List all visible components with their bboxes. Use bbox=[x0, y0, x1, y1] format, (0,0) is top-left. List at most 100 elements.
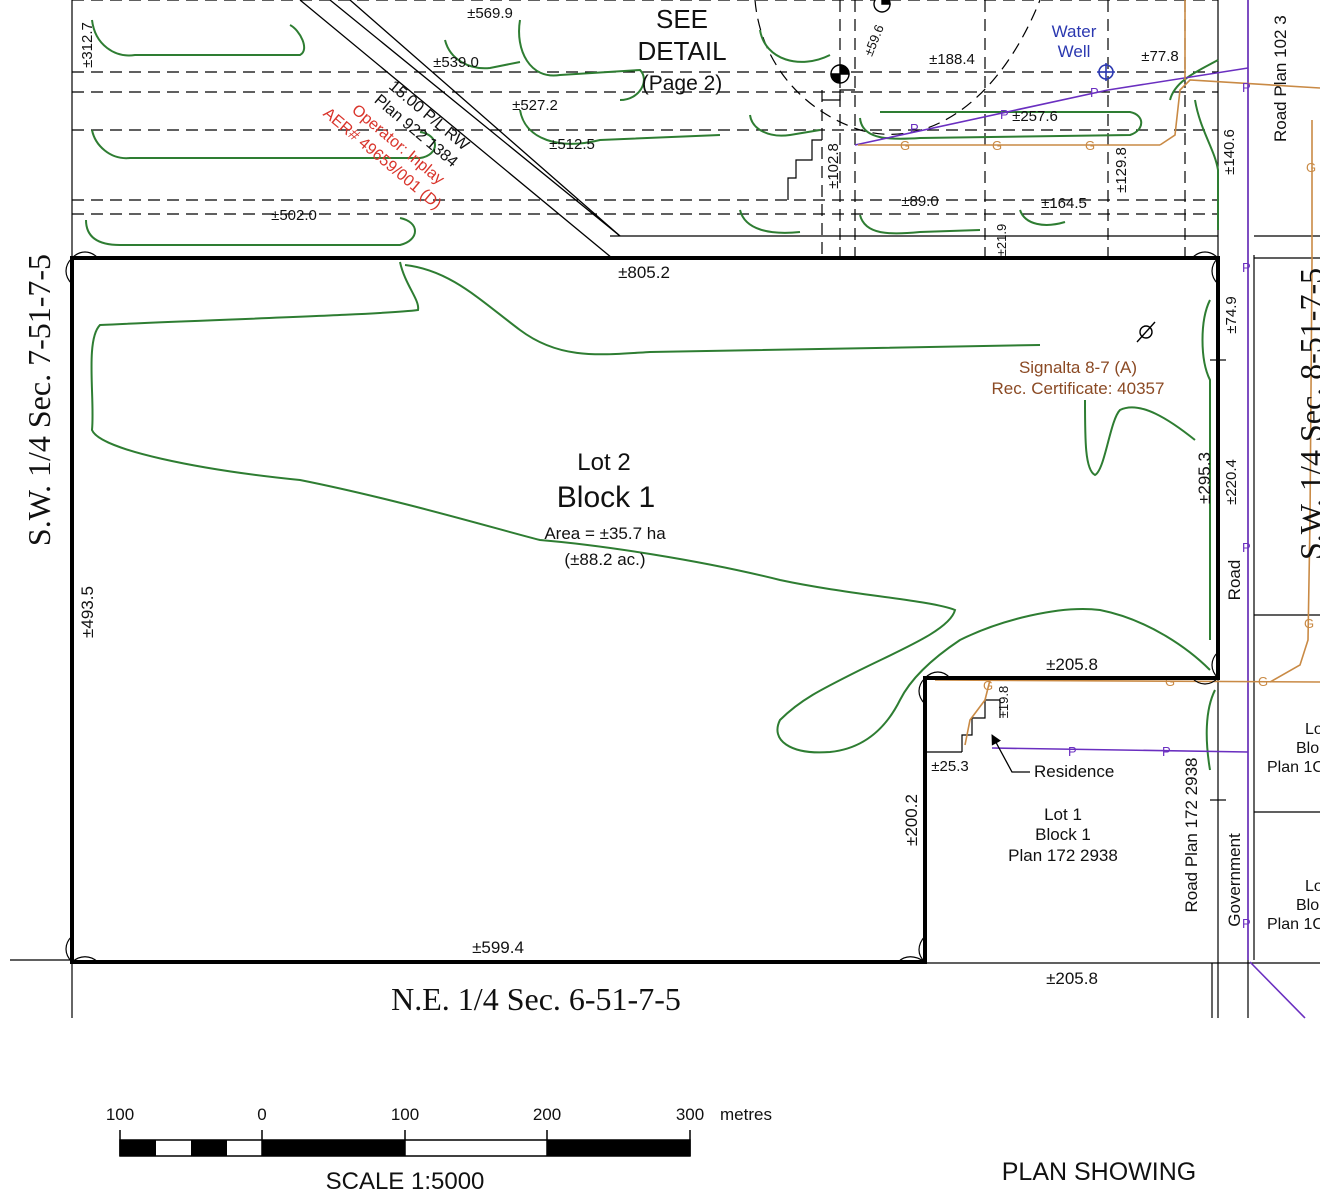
well-name: Signalta 8-7 (A) bbox=[1019, 358, 1137, 377]
tree-lines bbox=[85, 19, 1219, 771]
east-lot-a-label: Lo Blo Plan 1C bbox=[1267, 721, 1320, 776]
dim-north: ±805.2 bbox=[618, 263, 670, 282]
pipeline-label: 15.00 P/L RW Plan 922 1384 Operator: Inp… bbox=[320, 78, 473, 214]
dim-lot1-top: ±205.8 bbox=[1046, 655, 1098, 674]
gas-lines bbox=[858, 0, 1320, 746]
dim-21-9: ±21.9 bbox=[994, 224, 1009, 256]
dashed-lines bbox=[72, 0, 1218, 258]
svg-text:Plan 1C: Plan 1C bbox=[1267, 759, 1320, 776]
west-section-label: S.W. 1/4 Sec. 7-51-7-5 bbox=[21, 254, 57, 546]
scale-tick-0: 100 bbox=[106, 1105, 134, 1124]
road-plan-top-label: Road Plan 102 3 bbox=[1271, 15, 1290, 142]
dim-512-5: ±512.5 bbox=[549, 136, 595, 153]
gas-marker: G bbox=[1304, 616, 1314, 631]
scale-bar: 100 0 100 200 300 metres SCALE 1:5000 bbox=[106, 1105, 772, 1190]
dim-89-0: ±89.0 bbox=[901, 193, 938, 210]
dim-539-0: ±539.0 bbox=[433, 54, 479, 71]
dim-129-8: ±129.8 bbox=[1113, 147, 1130, 193]
dim-527-2: ±527.2 bbox=[512, 97, 558, 114]
see-detail-line1: SEE bbox=[656, 4, 708, 34]
pipeline-right-of-way bbox=[299, 0, 621, 259]
power-marker: P bbox=[1090, 85, 1099, 100]
government-road-label-2: Government bbox=[1225, 833, 1244, 927]
lot2-area-ha: Area = ±35.7 ha bbox=[544, 524, 666, 543]
plan-showing-title: PLAN SHOWING bbox=[1002, 1158, 1196, 1186]
see-detail-line3: (Page 2) bbox=[642, 72, 723, 95]
east-section-label: S.W. 1/4 Sec. 8-51-7-5 bbox=[1293, 268, 1320, 560]
east-lot-b-label: Lo Blo Plan 1C bbox=[1267, 878, 1320, 933]
dim-502-0: ±502.0 bbox=[271, 207, 317, 224]
svg-text:Blo: Blo bbox=[1296, 897, 1319, 914]
south-section-label: N.E. 1/4 Sec. 6-51-7-5 bbox=[391, 981, 681, 1017]
dim-140-6: ±140.6 bbox=[1221, 129, 1238, 175]
dim-312-7: ±312.7 bbox=[79, 22, 96, 68]
corner-markers bbox=[65, 251, 1226, 963]
dimension-labels: ±805.2 ±599.4 ±205.8 ±205.8 ±493.5 ±200.… bbox=[78, 5, 1240, 988]
lot1-name: Lot 1 bbox=[1044, 805, 1082, 824]
svg-text:Plan 1C: Plan 1C bbox=[1267, 916, 1320, 933]
water-well-line2: Well bbox=[1058, 42, 1091, 61]
dim-188-4: ±188.4 bbox=[929, 51, 975, 68]
dim-south-lot1: ±205.8 bbox=[1046, 969, 1098, 988]
dim-77-8: ±77.8 bbox=[1141, 48, 1178, 65]
well-certificate: Rec. Certificate: 40357 bbox=[992, 379, 1165, 398]
lot2-area-ac: (±88.2 ac.) bbox=[564, 550, 645, 569]
dim-east-b: ±74.9 bbox=[1223, 296, 1240, 333]
lot2-name: Lot 2 bbox=[577, 449, 630, 476]
buildings bbox=[787, 89, 1001, 752]
power-marker: P bbox=[1162, 744, 1171, 759]
gas-marker: G bbox=[1258, 674, 1268, 689]
scale-tick-4: 300 bbox=[676, 1105, 704, 1124]
power-marker: P bbox=[1068, 744, 1077, 759]
dim-569-9: ±569.9 bbox=[467, 5, 513, 22]
gas-marker: G bbox=[1085, 138, 1095, 153]
water-well-label: Water Well bbox=[1052, 22, 1097, 61]
lot1-plan: Plan 172 2938 bbox=[1008, 846, 1118, 865]
residence-label: Residence bbox=[1034, 762, 1114, 781]
lot2-block: Block 1 bbox=[557, 481, 655, 514]
gas-marker: G bbox=[1306, 160, 1316, 175]
dim-59-6: ±59.6 bbox=[861, 22, 887, 58]
svg-text:Blo: Blo bbox=[1296, 740, 1319, 757]
dim-257-6: ±257.6 bbox=[1012, 108, 1058, 125]
lot1-label: Lot 1 Block 1 Plan 172 2938 bbox=[1008, 805, 1118, 865]
residence-leader bbox=[991, 734, 1030, 773]
power-marker: P bbox=[910, 121, 919, 136]
gas-marker: G bbox=[992, 138, 1002, 153]
water-well-icon bbox=[1097, 63, 1115, 81]
road-plan-label: Road Plan 172 2938 bbox=[1182, 757, 1201, 912]
gas-marker: G bbox=[983, 678, 993, 693]
svg-text:Lo: Lo bbox=[1305, 878, 1320, 895]
lot1-block: Block 1 bbox=[1035, 825, 1091, 844]
benchmark-icon bbox=[830, 0, 891, 84]
scale-label: SCALE 1:5000 bbox=[326, 1168, 485, 1190]
dim-east-c: ±220.4 bbox=[1223, 459, 1240, 505]
power-marker: P bbox=[1000, 107, 1009, 122]
see-detail-line2: DETAIL bbox=[637, 36, 726, 66]
gas-marker: G bbox=[1165, 674, 1175, 689]
dim-102-8: ±102.8 bbox=[825, 143, 842, 189]
dim-164-5: ±164.5 bbox=[1041, 195, 1087, 212]
see-detail-label: SEE DETAIL (Page 2) bbox=[637, 4, 726, 95]
scale-tick-3: 200 bbox=[533, 1105, 561, 1124]
svg-text:Lo: Lo bbox=[1305, 721, 1320, 738]
dim-west: ±493.5 bbox=[78, 586, 97, 638]
utility-markers: P P P P P P P P P G G G G G G G G bbox=[900, 80, 1316, 931]
lot2-label: Lot 2 Block 1 Area = ±35.7 ha (±88.2 ac.… bbox=[544, 449, 666, 569]
scale-tick-1: 0 bbox=[257, 1105, 266, 1124]
power-marker: P bbox=[1242, 916, 1251, 931]
scale-tick-2: 100 bbox=[391, 1105, 419, 1124]
dim-east-a: ±295.3 bbox=[1195, 452, 1214, 504]
well-label: Signalta 8-7 (A) Rec. Certificate: 40357 bbox=[992, 358, 1165, 398]
water-well-line1: Water bbox=[1052, 22, 1097, 41]
dim-lot1-west: ±200.2 bbox=[902, 794, 921, 846]
scale-unit: metres bbox=[720, 1105, 772, 1124]
well-symbol bbox=[1136, 321, 1156, 343]
dim-25-3: ±25.3 bbox=[931, 758, 968, 775]
government-road-label-1: Road bbox=[1225, 560, 1244, 601]
gas-marker: G bbox=[900, 138, 910, 153]
dim-south-main: ±599.4 bbox=[472, 938, 524, 957]
power-marker: P bbox=[1242, 260, 1251, 275]
power-marker: P bbox=[1242, 540, 1251, 555]
